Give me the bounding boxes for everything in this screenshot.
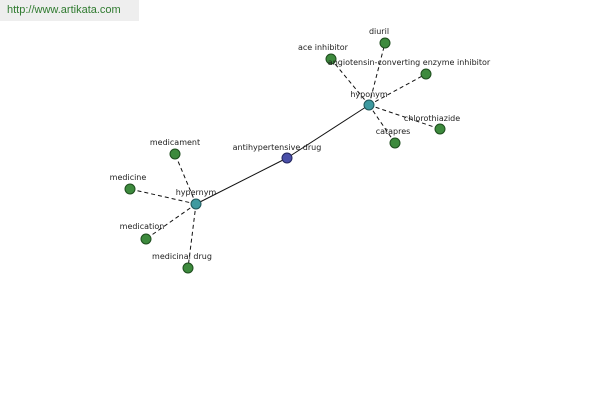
edge-hyponym-ace-inhibitor	[330, 58, 370, 106]
edge-hypernym-medicament	[174, 153, 197, 205]
site-banner: http://www.artikata.com	[0, 0, 139, 21]
term-label-diuril: diuril	[369, 27, 389, 36]
edge-hyponym-chlorothiazide	[368, 104, 441, 130]
edge-center-hyponym	[286, 104, 370, 159]
hypernym-hub-node[interactable]: hypernym	[176, 188, 217, 210]
edge-hyponym-diuril	[368, 42, 386, 106]
term-node-medicinal-drug[interactable]: medicinal drug	[152, 252, 212, 274]
edge-center-hypernym	[195, 157, 288, 205]
edge-hypernym-medicinal-drug	[187, 203, 197, 269]
site-url-link[interactable]: http://www.artikata.com	[7, 4, 121, 16]
edge-hyponym-ace-full	[368, 73, 427, 106]
hypernym-hub-label: hypernym	[176, 188, 217, 197]
term-node-chlorothiazide[interactable]: chlorothiazide	[404, 114, 460, 135]
term-label-chlorothiazide: chlorothiazide	[404, 114, 460, 123]
edge-hypernym-medication	[145, 203, 197, 240]
term-node-medicine[interactable]: medicine	[110, 173, 147, 195]
term-label-ace-full: angiotensin-converting enzyme inhibitor	[328, 58, 491, 67]
term-label-medicine: medicine	[110, 173, 147, 182]
edge-hypernym-medicine	[129, 188, 197, 205]
edge-hyponym-catapres	[368, 104, 396, 144]
center-label: antihypertensive drug	[233, 143, 322, 152]
term-node-diuril[interactable]: diuril	[369, 27, 391, 49]
hyponym-hub-label: hyponym	[350, 90, 388, 99]
term-label-medicinal-drug: medicinal drug	[152, 252, 212, 261]
term-label-ace-inhibitor: ace inhibitor	[298, 43, 349, 52]
term-node-catapres[interactable]: catapres	[376, 127, 411, 149]
center-node[interactable]: antihypertensive drug	[233, 143, 322, 164]
term-label-catapres: catapres	[376, 127, 411, 136]
term-node-medication[interactable]: medication	[120, 222, 165, 245]
hyponym-hub-node[interactable]: hyponym	[350, 90, 388, 111]
term-node-medicament[interactable]: medicament	[150, 138, 200, 160]
term-node-ace-inhibitor[interactable]: ace inhibitor	[298, 43, 349, 65]
term-label-medicament: medicament	[150, 138, 200, 147]
term-label-medication: medication	[120, 222, 165, 231]
term-node-ace-full[interactable]: angiotensin-converting enzyme inhibitor	[328, 58, 491, 80]
